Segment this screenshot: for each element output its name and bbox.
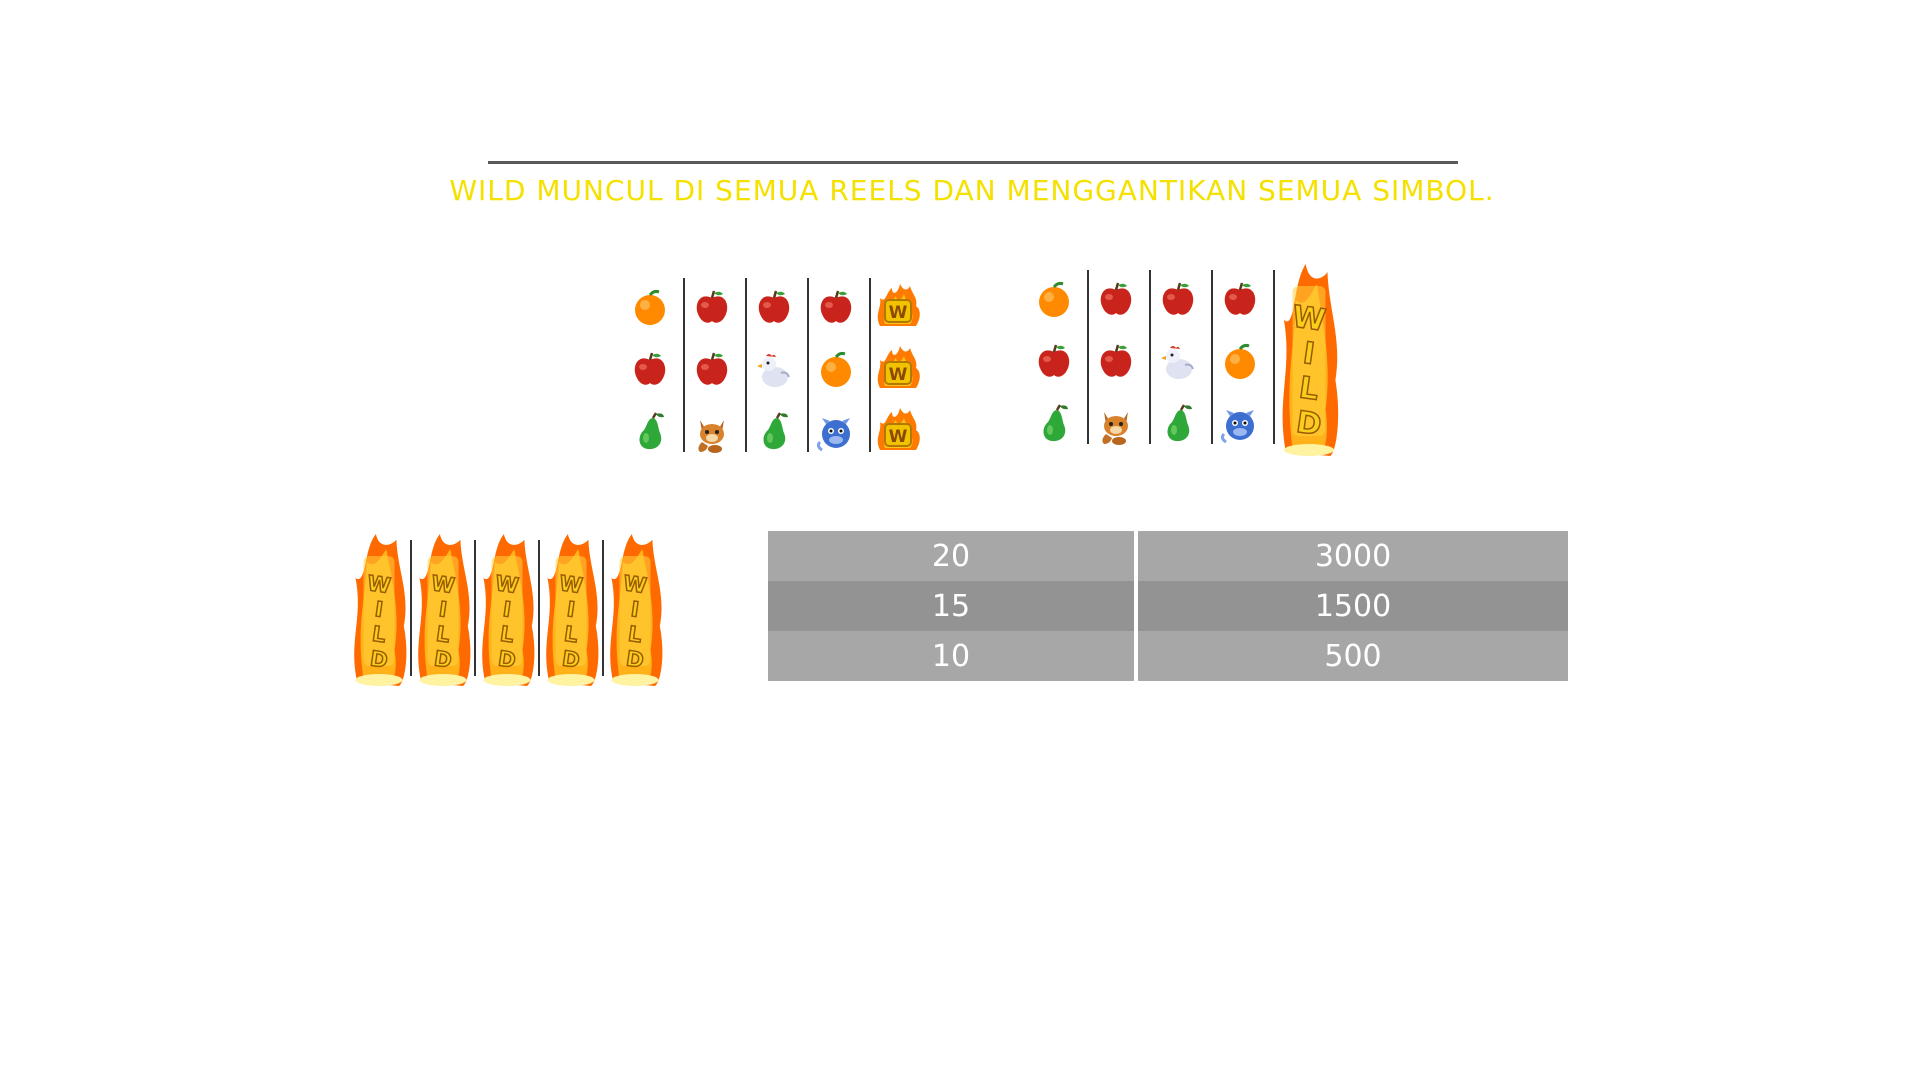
- payout-value: 1500: [1136, 581, 1568, 631]
- svg-text:W: W: [889, 427, 908, 447]
- pear-symbol-icon: [744, 402, 804, 462]
- reel-5: W W W: [868, 278, 928, 458]
- svg-text:W: W: [889, 365, 908, 385]
- divider-line: [488, 161, 1458, 164]
- reel-separator: [1087, 270, 1089, 444]
- reel-3: [744, 278, 804, 458]
- table-row: 10 500: [768, 631, 1568, 681]
- chicken-symbol-icon: [744, 340, 804, 400]
- svg-text:D: D: [369, 646, 390, 672]
- dragon-symbol-icon: [1210, 394, 1270, 454]
- reel-separator: [1211, 270, 1213, 444]
- svg-text:L: L: [435, 622, 452, 648]
- reel-separator: [602, 540, 604, 676]
- reel-separator: [1273, 270, 1275, 444]
- reel-separator: [869, 278, 871, 452]
- pear-symbol-icon: [1148, 394, 1208, 454]
- payout-value: 500: [1136, 631, 1568, 681]
- svg-text:W: W: [494, 571, 520, 598]
- orange-symbol-icon: [620, 278, 680, 338]
- symbol-count: 15: [768, 581, 1138, 631]
- symbol-count: 20: [768, 531, 1138, 581]
- svg-text:L: L: [563, 622, 580, 648]
- reel-4: [1210, 270, 1270, 450]
- orange-symbol-icon: [1024, 270, 1084, 330]
- orange-symbol-icon: [1210, 332, 1270, 392]
- wild-w-symbol-icon: W: [868, 278, 928, 338]
- svg-text:L: L: [499, 622, 516, 648]
- example-grid-left: W W W: [620, 278, 920, 458]
- svg-text:L: L: [627, 622, 644, 648]
- fox-symbol-icon: [682, 402, 742, 462]
- reel-separator: [1149, 270, 1151, 444]
- reel-separator: [410, 540, 412, 676]
- apple-symbol-icon: [682, 340, 742, 400]
- reel-2: [682, 278, 742, 458]
- pear-symbol-icon: [620, 402, 680, 462]
- symbol-count: 10: [768, 631, 1138, 681]
- reel-2: [1086, 270, 1146, 450]
- chicken-symbol-icon: [1148, 332, 1208, 392]
- svg-text:D: D: [497, 646, 518, 672]
- svg-text:W: W: [430, 571, 456, 598]
- apple-symbol-icon: [1148, 270, 1208, 330]
- wild-w-symbol-icon: W: [868, 340, 928, 400]
- table-row: 15 1500: [768, 581, 1568, 631]
- apple-symbol-icon: [744, 278, 804, 338]
- reel-separator: [683, 278, 685, 452]
- reel-separator: [538, 540, 540, 676]
- apple-symbol-icon: [1086, 332, 1146, 392]
- apple-symbol-icon: [620, 340, 680, 400]
- payout-value: 3000: [1136, 531, 1568, 581]
- reel-1: [620, 278, 680, 458]
- svg-text:L: L: [371, 622, 388, 648]
- svg-text:W: W: [1290, 299, 1328, 338]
- wild-w-symbol-icon: W: [868, 402, 928, 462]
- reel-separator: [807, 278, 809, 452]
- svg-text:W: W: [558, 571, 584, 598]
- apple-symbol-icon: [682, 278, 742, 338]
- reel-4: [806, 278, 866, 458]
- reel-separator: [745, 278, 747, 452]
- svg-text:W: W: [622, 571, 648, 598]
- apple-symbol-icon: [1024, 332, 1084, 392]
- apple-symbol-icon: [1210, 270, 1270, 330]
- svg-text:D: D: [625, 646, 646, 672]
- svg-text:D: D: [561, 646, 582, 672]
- fox-symbol-icon: [1086, 394, 1146, 454]
- svg-text:D: D: [433, 646, 454, 672]
- svg-text:W: W: [366, 571, 392, 598]
- dragon-symbol-icon: [806, 402, 866, 462]
- svg-text:D: D: [1294, 405, 1324, 443]
- paytable: 20 3000 15 1500 10 500: [768, 531, 1568, 681]
- reel-3: [1148, 270, 1208, 450]
- orange-symbol-icon: [806, 340, 866, 400]
- headline-text: WILD MUNCUL DI SEMUA REELS DAN MENGGANTI…: [449, 174, 1495, 207]
- table-row: 20 3000: [768, 531, 1568, 581]
- apple-symbol-icon: [1086, 270, 1146, 330]
- reel-1: [1024, 270, 1084, 450]
- svg-text:W: W: [889, 303, 908, 323]
- pear-symbol-icon: [1024, 394, 1084, 454]
- reel-separator: [474, 540, 476, 676]
- apple-symbol-icon: [806, 278, 866, 338]
